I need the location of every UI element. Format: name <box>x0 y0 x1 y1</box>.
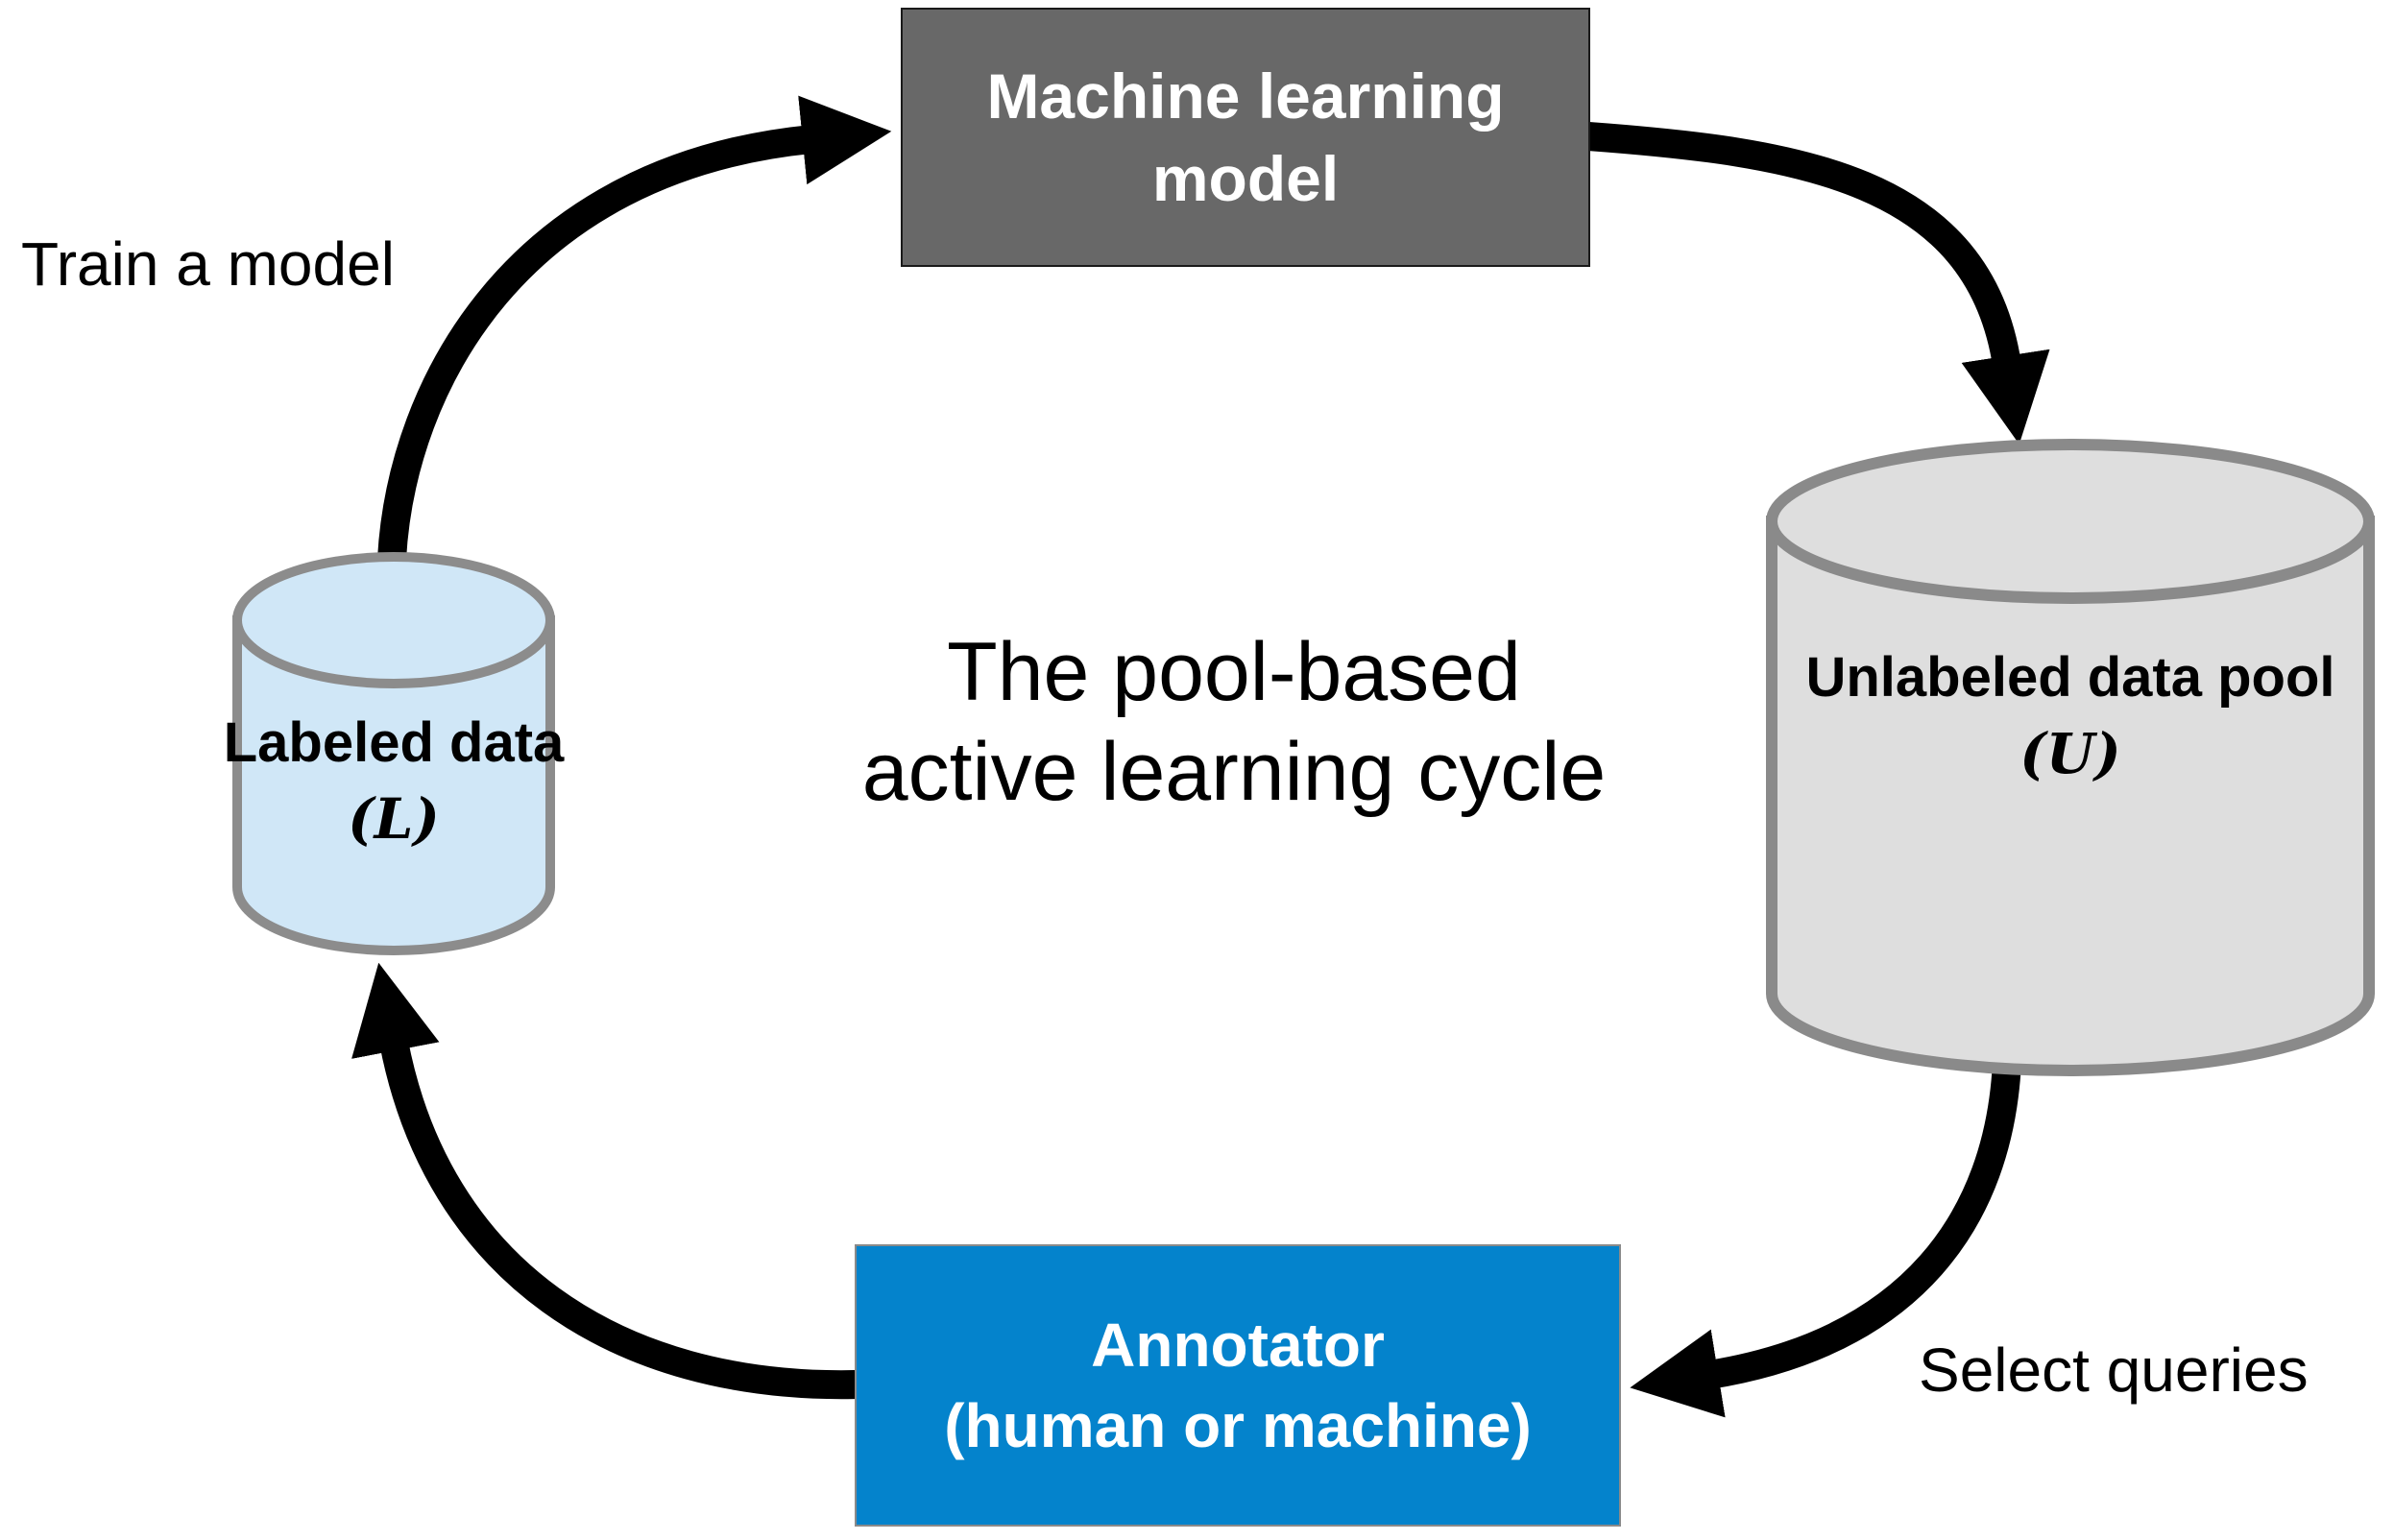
unlabeled-pool-cylinder <box>1766 516 2375 1076</box>
diagram-title-line1: The pool-based <box>947 626 1521 718</box>
machine-learning-model-node: Machine learning model <box>901 8 1590 267</box>
model-node-label-line1: Machine learning <box>986 60 1505 132</box>
labeled-data-label-line1: Labeled <box>223 711 434 774</box>
labeled-data-symbol: (L) <box>348 786 440 852</box>
diagram-title: The pool-based active learning cycle <box>730 622 1738 822</box>
arrow-annotator-to-labeled <box>351 962 858 1400</box>
unlabeled-pool-label-line2: data pool <box>2087 646 2335 709</box>
unlabeled-pool-node-label: Unlabeled data pool (U) <box>1772 641 2369 788</box>
unlabeled-pool-cylinder-top <box>1766 439 2375 604</box>
arrow-pool-to-annotator <box>1630 1061 2021 1418</box>
select-queries-edge-label: Select queries <box>1919 1335 2309 1405</box>
annotator-node-label-line2: (human or machine) <box>944 1391 1532 1460</box>
labeled-data-node-label: Labeled data (L) <box>221 707 567 854</box>
unlabeled-pool-label-line1: Unlabeled <box>1805 646 2072 709</box>
model-node-label-line2: model <box>1151 143 1340 214</box>
labeled-data-cylinder <box>232 615 555 955</box>
diagram-title-line2: active learning cycle <box>861 726 1607 818</box>
arrow-model-to-pool <box>1586 122 2050 445</box>
labeled-data-label-line2: data <box>449 711 565 774</box>
annotator-node: Annotator (human or machine) <box>855 1244 1621 1527</box>
labeled-data-cylinder-top <box>232 552 555 688</box>
arrow-labeled-to-model <box>377 95 892 560</box>
annotator-node-label-line1: Annotator <box>1091 1311 1385 1380</box>
unlabeled-pool-symbol: (U) <box>2019 721 2121 786</box>
train-a-model-edge-label: Train a model <box>21 229 395 299</box>
